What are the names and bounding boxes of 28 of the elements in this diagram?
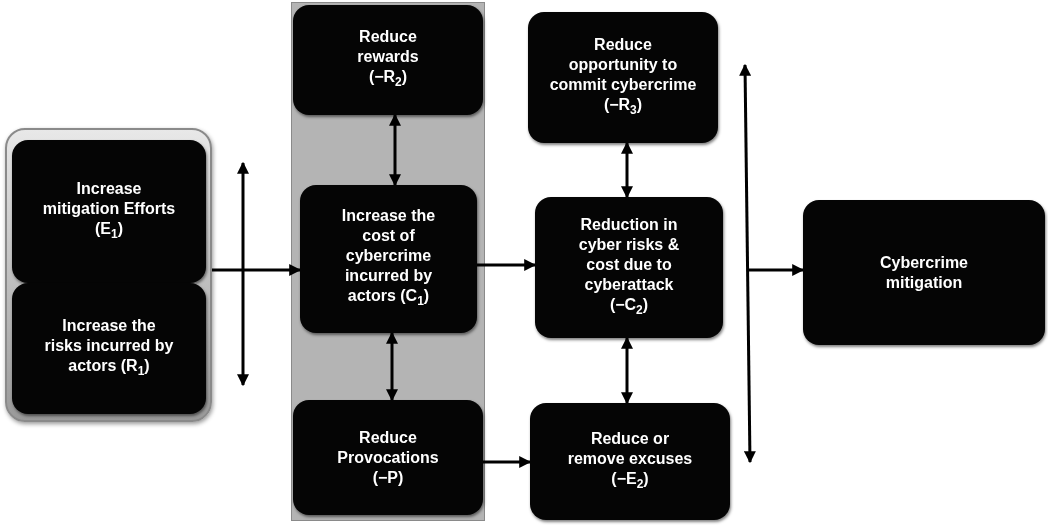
arrow: [389, 113, 401, 187]
process-box: [12, 140, 206, 283]
arrow: [621, 141, 633, 199]
node-text: Reduce Provocations (−P): [336, 427, 440, 488]
node-text: Reduce opportunity to commit cybercrime (−R$_{3}$): [548, 34, 698, 120]
group-panel: [5, 128, 212, 422]
process-box: [300, 185, 477, 333]
node-text: Increase mitigation Efforts (E$_{1}$): [41, 178, 177, 244]
process-box: [528, 12, 718, 143]
arrow: [749, 264, 805, 276]
node-text: Cybercrime mitigation: [878, 252, 969, 293]
node-text: Reduce rewards (−R$_{2}$): [356, 27, 420, 92]
arrow: [212, 264, 302, 276]
arrow: [483, 456, 532, 468]
node-text: Reduction in cyber risks & cost due to cyberattack (−C$_{2}$): [577, 214, 681, 320]
process-box: [535, 197, 723, 338]
process-box: [293, 5, 483, 115]
node-text: Increase the cost of cybercrime incurred by actors (C$_{1}$): [340, 206, 437, 311]
arrow: [621, 336, 633, 405]
arrow: [477, 259, 537, 271]
process-box: [803, 200, 1045, 345]
node-text: Reduce or remove excuses (−E$_{2}$): [567, 428, 693, 494]
arrow: [386, 331, 398, 402]
process-box: [293, 400, 483, 515]
band-panel: [291, 2, 485, 521]
process-box: [530, 403, 730, 520]
node-text: Increase the risks incurred by actors (R$_{1}$): [44, 315, 174, 381]
process-box: [12, 283, 206, 414]
